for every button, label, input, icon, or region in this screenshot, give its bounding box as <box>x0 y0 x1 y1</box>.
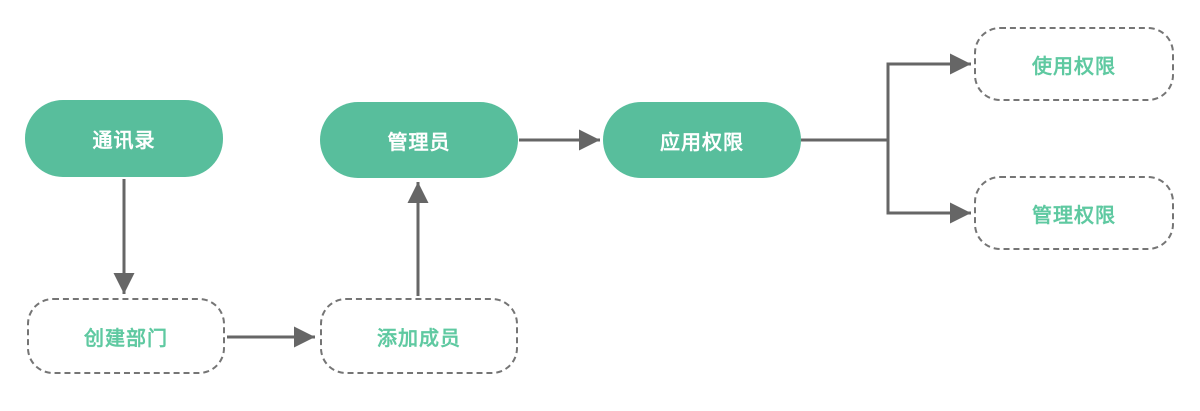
node-add-members-label: 添加成员 <box>377 325 461 350</box>
node-contacts-label: 通讯录 <box>92 128 156 152</box>
node-contacts: 通讯录 <box>25 100 223 177</box>
node-admin-label: 管理员 <box>387 129 451 154</box>
node-create-department: 创建部门 <box>27 298 225 374</box>
edge-app-permission-to-use-permission <box>801 53 971 142</box>
node-add-members: 添加成员 <box>320 298 518 374</box>
node-app-permission-label: 应用权限 <box>660 129 744 154</box>
node-manage-permission: 管理权限 <box>974 176 1174 250</box>
node-create-department-label: 创建部门 <box>84 325 168 350</box>
node-manage-permission-label: 管理权限 <box>1032 202 1116 227</box>
edge-app-permission-to-manage-permission <box>886 140 971 224</box>
node-use-permission: 使用权限 <box>974 27 1174 101</box>
node-app-permission: 应用权限 <box>603 102 801 178</box>
node-admin: 管理员 <box>320 102 518 178</box>
node-use-permission-label: 使用权限 <box>1032 53 1116 78</box>
